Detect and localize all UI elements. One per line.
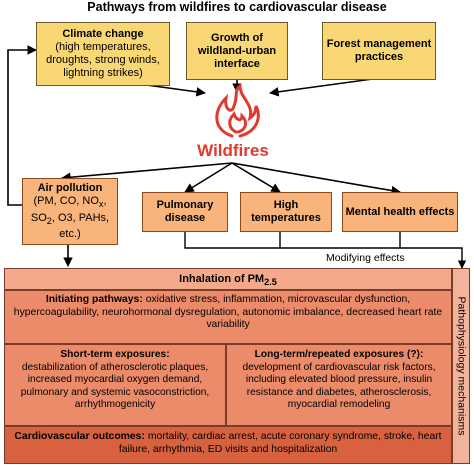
effect-pulmonary-disease: Pulmonary disease [142,192,228,232]
page-title: Pathways from wildfires to cardiovascula… [87,0,387,14]
inhalation-band: Inhalation of PM2.5 [4,268,452,290]
short-term-box: Short-term exposures: destabilization of… [4,344,226,426]
driver-wui-heading: Growth of wildland-urban interface [197,31,277,70]
initiating-text: oxidative stress, inflammation, microvas… [13,294,443,330]
driver-wildland-urban: Growth of wildland-urban interface [186,22,288,80]
driver-climate-detail: (high temperatures, droughts, strong win… [46,41,160,79]
long-term-text: development of cardiovascular risk facto… [242,361,436,411]
wildfires-label: Wildfires [197,141,269,160]
long-term-heading: Long-term/repeated exposures (?): [254,349,424,360]
driver-forest-heading: Forest management practices [326,38,432,63]
outcomes-heading: Cardiovascular outcomes: [14,431,145,442]
pulmonary-label: Pulmonary disease [156,199,214,224]
initiating-pathways-band: Initiating pathways: oxidative stress, i… [4,290,452,344]
effect-air-pollution: Air pollution (PM, CO, NOx, SO2, O3, PAH… [22,178,118,245]
air-pollution-detail: (PM, CO, NOx, SO2, O3, PAHs, etc.) [30,195,110,240]
outcomes-band: Cardiovascular outcomes: mortality, card… [4,426,452,464]
air-pollution-heading: Air pollution [37,182,103,195]
pathophysiology-side-label: Pathophysiology mechanisms [452,268,470,464]
effect-high-temperatures: High temperatures [240,192,332,232]
initiating-heading: Initiating pathways: [45,294,143,305]
modifying-effects-label: Modifying effects [326,252,405,264]
driver-climate-heading: Climate change [62,28,144,40]
effect-mental-health: Mental health effects [342,192,458,232]
driver-forest-management: Forest management practices [322,22,436,80]
short-term-heading: Short-term exposures: [60,349,170,360]
driver-climate-change: Climate change (high temperatures, droug… [36,22,170,86]
mental-health-label: Mental health effects [345,205,455,218]
outcomes-text: mortality, cardiac arrest, acute coronar… [118,431,442,455]
flame-icon [215,83,260,138]
long-term-box: Long-term/repeated exposures (?): develo… [226,344,452,426]
short-term-text: destabilization of atherosclerotic plaqu… [20,361,210,411]
high-temp-label: High temperatures [251,199,321,224]
